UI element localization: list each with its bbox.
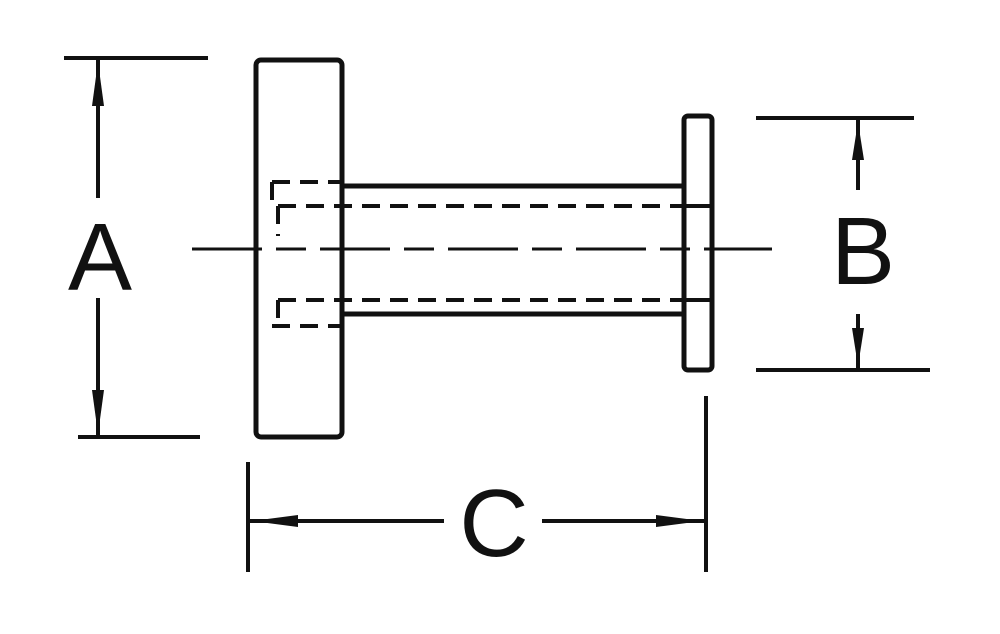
dimension-a-arrow-down bbox=[92, 390, 104, 434]
dimension-c-arrow-right bbox=[656, 515, 702, 527]
large-flange bbox=[253, 57, 345, 440]
dimension-b: B bbox=[756, 116, 930, 372]
dimension-a-arrow-up bbox=[92, 62, 104, 106]
label-c: C bbox=[459, 470, 528, 577]
label-a: A bbox=[68, 204, 132, 311]
dimension-c: C bbox=[246, 396, 708, 577]
dimension-c-arrow-left bbox=[252, 515, 298, 527]
hidden-lines bbox=[270, 180, 684, 328]
dimension-a: A bbox=[64, 56, 208, 439]
part-outline bbox=[253, 57, 715, 440]
small-flange bbox=[681, 113, 715, 373]
dimension-b-arrow-down bbox=[852, 328, 864, 366]
label-b: B bbox=[831, 198, 895, 305]
dimension-b-arrow-up bbox=[852, 122, 864, 160]
